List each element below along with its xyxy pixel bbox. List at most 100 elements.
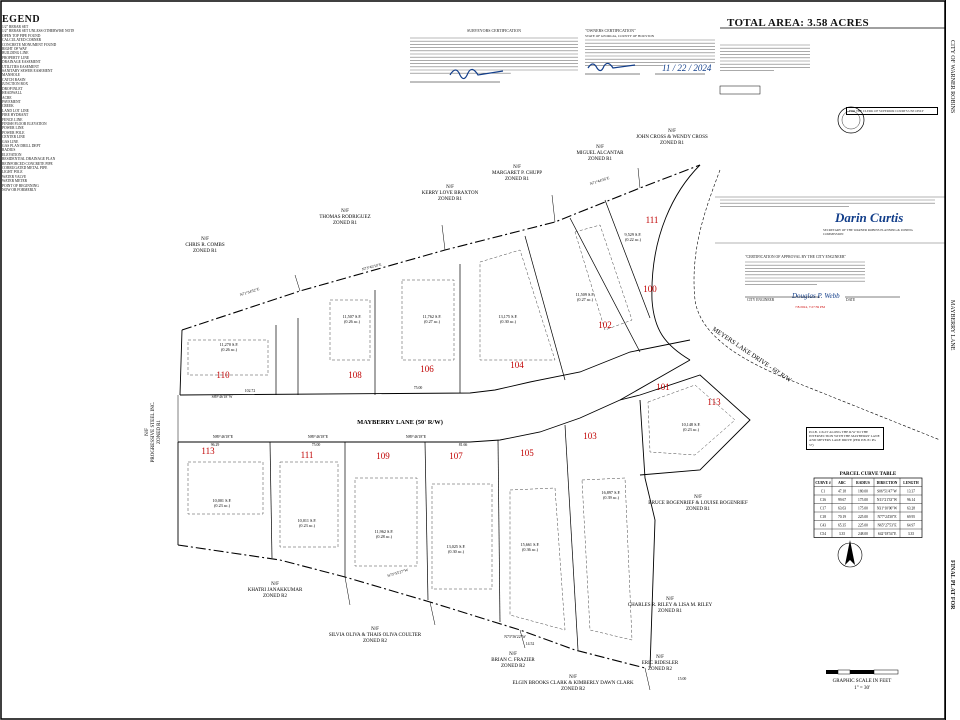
lot-number: 106 — [420, 364, 434, 374]
meyers-rw-west — [651, 164, 701, 361]
legend-item: WATER VALVE — [2, 174, 27, 179]
curve-table-cell: 96.14 — [907, 498, 915, 502]
lot-number: 113 — [201, 446, 215, 456]
bearing-label: N71°44'36"E — [589, 176, 610, 186]
legend-item: POINT OF BEGINNING — [2, 183, 39, 188]
lot-number: 110 — [216, 370, 230, 380]
curve-table-cell: C54 — [820, 532, 826, 536]
legend-item: PAVEMENT — [2, 99, 21, 104]
owner-nf: N/F — [201, 237, 209, 242]
lot-number: 113 — [707, 397, 721, 407]
owner-nf: N/F — [371, 627, 379, 632]
curve-table-cell: 65.35 — [838, 523, 846, 527]
lot-number: 107 — [449, 451, 463, 461]
bearing-labels: N71°34'52"EN73°45'10"EN71°44'36"ES89°46'… — [211, 176, 687, 681]
legend-item: WATER METER — [2, 179, 28, 184]
curve-table-cell: N11°21'33"W — [877, 498, 898, 502]
owner-name: BRUCE BOGENRIEF & LOUISE BOGENRIEF — [648, 501, 748, 506]
owner-zone: ZONED R1 — [658, 609, 683, 614]
owner-zone: ZONED R2 — [363, 639, 388, 644]
owner-zone: ZONED R1 — [660, 141, 685, 146]
owner-name: JOHN CROSS & WENDY CROSS — [636, 135, 708, 140]
bearing-label: S89°46'18"W — [212, 395, 233, 399]
lot-area: 11,509 S.F. — [576, 292, 595, 298]
date-signed: 11 / 22 / 2024 — [662, 63, 712, 73]
curve-table-cell: C16 — [820, 498, 826, 502]
curve-table-frame — [813, 477, 923, 538]
bearing-label: 96.29 — [211, 443, 220, 447]
owner-nf: N/F — [446, 185, 454, 190]
legend-item: RIGHT OF WAY — [2, 47, 28, 52]
bearing-label: N73°56'22"W — [504, 635, 526, 639]
legend-item: 1/2" REBAR SET UNLESS OTHERWISE NOTED — [2, 29, 74, 34]
legend-item: POWER LINE — [2, 126, 24, 131]
owner-nf: N/F — [668, 129, 676, 134]
lot-acres: (0.22 ac.) — [625, 237, 642, 242]
curve-table-cell: S06°51'47"W — [877, 489, 897, 493]
owner-nf: N/F — [694, 495, 702, 500]
lot-number: 108 — [348, 370, 362, 380]
legend-item: GAS PLAN DRILL DEPT — [2, 143, 41, 148]
lot-area: 11,270 S.F. — [220, 342, 239, 348]
curve-table-cell: C18 — [820, 515, 826, 519]
owner-name: SILVIA OLIVA & THAIS OLIVA COULTER — [329, 633, 422, 638]
curve-table-cell: 225.00 — [858, 523, 868, 527]
lot-number: 109 — [376, 451, 390, 461]
owner-name: BRIAN C. FRAZIER — [491, 658, 535, 663]
legend-item: CONCRETE MONUMENT FOUND — [2, 42, 57, 47]
legend-item: FINISH FLOOR ELEVATION — [2, 121, 47, 126]
clerk-note: FOR THE CLERK OF SUPERIOR COURTS USE ONL… — [846, 107, 938, 116]
title-strip-text: FINAL PLAT FOR — [949, 560, 955, 610]
legend-item: CREEK — [2, 104, 14, 109]
surveyor-cert-title: SURVEYORS CERTIFICATION — [467, 28, 521, 33]
city-signature-caption: SECRETARY OF THE WARNER ROBINS PLANNING … — [823, 228, 913, 237]
curve-table-cell: 248.00 — [858, 532, 868, 536]
curve-table-cell: 63.63 — [838, 506, 846, 510]
city-signature: Darin Curtis — [835, 210, 904, 225]
legend-item: UTILITIES EASEMENT — [2, 64, 40, 69]
legend-item: HEADWALL — [2, 91, 22, 96]
bearing-label: 81.66 — [459, 443, 468, 447]
lot-area: 13,175 S.F. — [499, 314, 518, 320]
owner-zone: ZONED R2 — [263, 594, 288, 599]
curve-table-cell: N65°27'53"E — [877, 523, 897, 527]
lot-acres: (0.23 ac.) — [214, 503, 231, 508]
lot-area: 10,148 S.F. — [682, 422, 701, 428]
lot-area: 15,661 S.F. — [521, 542, 540, 548]
owner-nf: N/F — [596, 145, 604, 150]
owner-nf: N/F — [666, 597, 674, 602]
legend-item: DROP INLET — [2, 86, 23, 91]
bearing-label: 75.00 — [312, 443, 321, 447]
curve-table-cell: C1 — [821, 489, 825, 493]
legend-item: FIRE HYDRANT — [2, 113, 29, 118]
curve-table-cell: 175.00 — [858, 506, 868, 510]
street-name-mayberry: MAYBERRY LANE (50' R/W) — [357, 419, 443, 426]
owner-nf: N/F — [656, 655, 664, 660]
legend-title: EGEND — [2, 14, 41, 25]
owner-nf: N/F — [509, 652, 517, 657]
owner-cert-title: "OWNERS CERTIFICATION" — [585, 28, 636, 33]
legend-item: DRAINAGE EASEMENT — [2, 60, 41, 65]
south-boundary — [177, 544, 646, 669]
bearing-label: N89°46'18"E — [406, 435, 427, 439]
curve-table-header: CURVE # — [815, 481, 831, 485]
mayberry-south-rw — [178, 359, 691, 443]
legend-item: MANHOLE — [2, 73, 20, 78]
lot-area: 10,011 S.F. — [298, 518, 317, 524]
lot-area: 11,762 S.F. — [423, 314, 442, 320]
lot-acres: (0.23 ac.) — [299, 523, 316, 528]
owner-name: ERIC RIDESLER — [642, 661, 679, 666]
legend-item: CALCULATED CORNER — [2, 38, 42, 43]
lot-acres: (0.30 ac.) — [448, 549, 465, 554]
lot-number: 101 — [656, 382, 670, 392]
lot-acres: (0.27 ac.) — [424, 319, 441, 324]
